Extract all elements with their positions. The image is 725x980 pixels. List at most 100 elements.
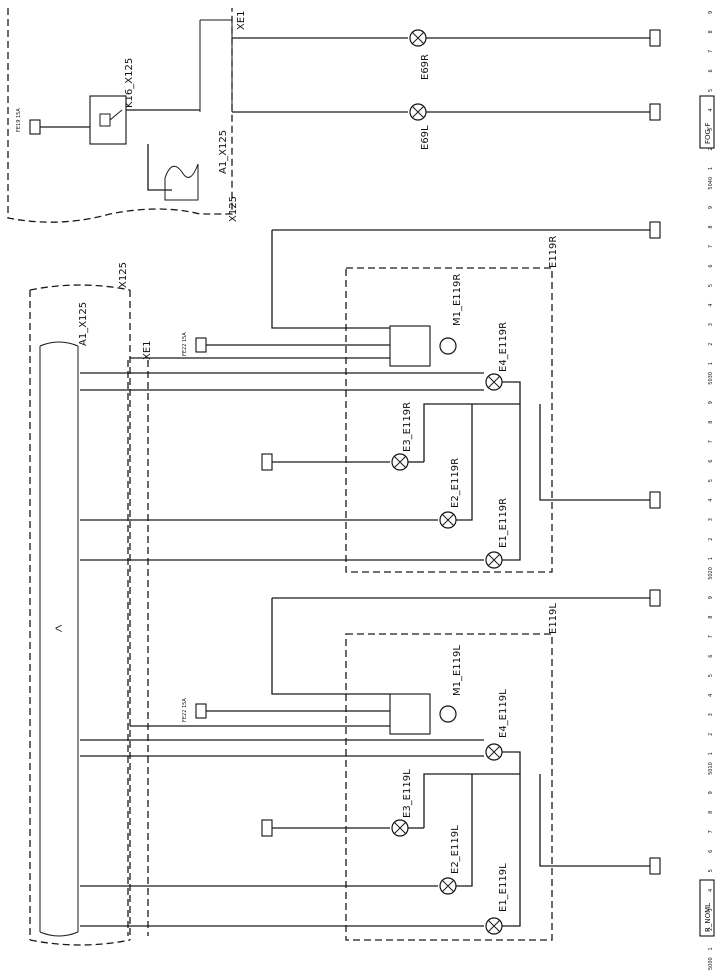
ruler-mark: 6 (708, 264, 714, 267)
ruler-mark: 1 (708, 557, 714, 560)
wire-r-e4-ret (80, 381, 521, 462)
ruler-mark: 5 (708, 869, 714, 872)
ruler-mark: 9 (708, 596, 714, 599)
fuse-fe19-box (29, 119, 41, 135)
x125-main-label: X125 (118, 262, 129, 288)
ground-l-top (649, 589, 661, 607)
ruler-mark: 6 (708, 655, 714, 658)
ruler-mark: 4 (708, 108, 714, 111)
wire-r-common (456, 404, 650, 561)
column-ruler: 5000123456789501012345678950201234567895… (708, 11, 714, 970)
ruler-mark: 9 (708, 206, 714, 209)
wire-l-top (271, 597, 650, 695)
e119l-label: E119L (548, 603, 559, 634)
ruler-mark: 5000 (708, 957, 714, 970)
ruler-mark: 1 (708, 752, 714, 755)
ruler-mark: 5020 (708, 567, 714, 580)
ruler-mark: 2 (708, 147, 714, 150)
ruler-mark: 8 (708, 30, 714, 33)
fuse-fe22-r (195, 337, 207, 353)
ruler-mark: 2 (708, 733, 714, 736)
e4-l-label: E4_E119L (498, 689, 509, 738)
ground-e69r (649, 29, 661, 47)
relay-switch (109, 109, 123, 121)
ruler-mark: 5 (708, 89, 714, 92)
e119r-box (345, 267, 553, 573)
ruler-mark: 5 (708, 284, 714, 287)
e2-l-label: E2_E119L (450, 825, 461, 874)
ruler-mark: 7 (708, 830, 714, 833)
lamp-e69r-x (411, 31, 425, 45)
e3-r-label: E3_E119R (402, 402, 413, 452)
ruler-mark: 7 (708, 635, 714, 638)
top-module-inner (199, 19, 233, 112)
m1-r-label: M1_E119R (452, 274, 463, 326)
ruler-mark: 1 (708, 947, 714, 950)
e4-r-label: E4_E119R (498, 322, 509, 372)
tag-rl-box (699, 879, 715, 937)
ruler-mark: 5 (708, 674, 714, 677)
m1-l-label: M1_E119L (452, 645, 463, 696)
ruler-mark: 4 (708, 889, 714, 892)
ruler-mark: 9 (708, 11, 714, 14)
top-module-border (7, 8, 233, 223)
ground-r-top (649, 221, 661, 239)
ruler-mark: 9 (708, 791, 714, 794)
ruler-mark: 3 (708, 713, 714, 716)
ground-r-common (649, 491, 661, 509)
ruler-mark: 8 (708, 616, 714, 619)
ecu-symbol-top (164, 163, 199, 201)
ground-r-e3 (261, 453, 273, 471)
x125-top-label: X125 (228, 196, 239, 222)
motor-m1-r-housing (389, 325, 431, 367)
xe1-main-label: XE1 (142, 340, 153, 360)
e69r-label: E69R (420, 54, 431, 80)
tag-fog: FOG-F (704, 122, 712, 144)
ruler-mark: 4 (708, 304, 714, 307)
ruler-mark: 3 (708, 908, 714, 911)
tag-rl: R_NOML (704, 903, 712, 932)
lamp-e69l-x (411, 105, 425, 119)
ruler-mark: 7 (708, 245, 714, 248)
e119l-box (345, 633, 553, 941)
ruler-mark: 6 (708, 850, 714, 853)
ruler-mark: 4 (708, 499, 714, 502)
lamp-e3-r-x (393, 455, 407, 469)
xe1-top-label: XE1 (236, 10, 247, 30)
motor-m1-r (439, 337, 457, 355)
a1-top-label: A1_X125 (218, 130, 229, 174)
ruler-mark: 2 (708, 343, 714, 346)
ruler-mark: 5030 (708, 372, 714, 385)
e119r-label: E119R (548, 236, 559, 268)
e3-l-label: E3_E119L (402, 769, 413, 818)
ruler-mark: 5010 (708, 762, 714, 775)
ground-l-common (649, 857, 661, 875)
ruler-mark: 3 (708, 128, 714, 131)
ruler-mark: 3 (708, 323, 714, 326)
ruler-mark: 6 (708, 460, 714, 463)
ruler-mark: 5040 (708, 177, 714, 190)
ruler-mark: 2 (708, 928, 714, 931)
fuse-fe22-l-label: FE22 15A (182, 698, 188, 722)
ground-l-e3 (261, 819, 273, 837)
tag-fog-box (699, 95, 715, 149)
lamp-e1-r-x (487, 553, 501, 567)
ruler-mark: 6 (708, 69, 714, 72)
harness-bar-left (39, 341, 79, 937)
k16-label: K16_X125 (124, 58, 135, 108)
ruler-mark: 7 (708, 50, 714, 53)
e1-l-label: E1_E119L (498, 863, 509, 912)
motor-m1-l-housing (389, 693, 431, 735)
motor-m1-l (439, 705, 457, 723)
e1-r-label: E1_E119R (498, 498, 509, 548)
e69l-label: E69L (420, 125, 431, 150)
lamp-e2-r-x (441, 513, 455, 527)
lamp-e4-l-x (487, 745, 501, 759)
fuse-fe19-label: FE19 15A (16, 108, 22, 132)
fuse-fe22-r-label: FE22 15A (182, 332, 188, 356)
main-module-border (29, 284, 131, 946)
e2-r-label: E2_E119R (450, 458, 461, 508)
wire-l-e4-ret (80, 751, 521, 828)
ruler-mark: 7 (708, 440, 714, 443)
